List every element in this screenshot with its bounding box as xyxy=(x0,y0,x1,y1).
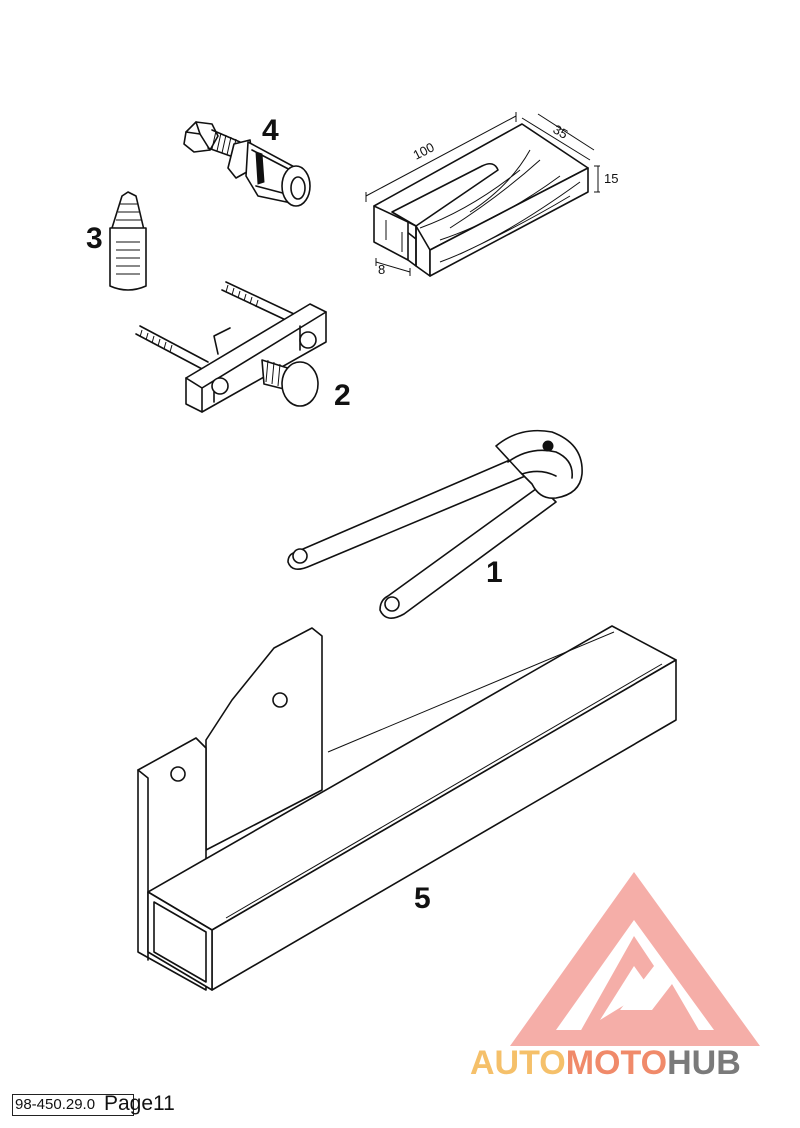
callout-2: 2 xyxy=(334,379,351,412)
callout-3: 3 xyxy=(86,222,103,255)
watermark-auto: AUTO xyxy=(470,1044,566,1082)
watermark-hub: HUB xyxy=(667,1044,741,1082)
watermark-brand: AUTOMOTOHUB xyxy=(470,1044,741,1083)
triangle-logo-icon xyxy=(510,872,760,1046)
dimension-width: 35 xyxy=(551,122,571,142)
callout-5: 5 xyxy=(414,882,431,915)
callout-4: 4 xyxy=(262,114,279,147)
tool-4-puller-sleeve xyxy=(183,121,311,207)
wooden-block xyxy=(365,112,600,277)
tool-1-pin-spanner xyxy=(287,429,583,619)
tool-3-tube xyxy=(109,191,147,291)
document-code: 98-450.29.0 xyxy=(12,1094,134,1116)
tool-5-frame-stand xyxy=(137,625,677,991)
dimension-slot: 8 xyxy=(378,262,385,277)
page-label: Page11 xyxy=(104,1092,175,1115)
tool-2-puller xyxy=(135,281,327,413)
callout-1: 1 xyxy=(486,556,503,589)
dimension-length: 100 xyxy=(411,139,437,162)
dimension-height: 15 xyxy=(604,171,618,186)
watermark-moto: MOTO xyxy=(565,1044,668,1082)
